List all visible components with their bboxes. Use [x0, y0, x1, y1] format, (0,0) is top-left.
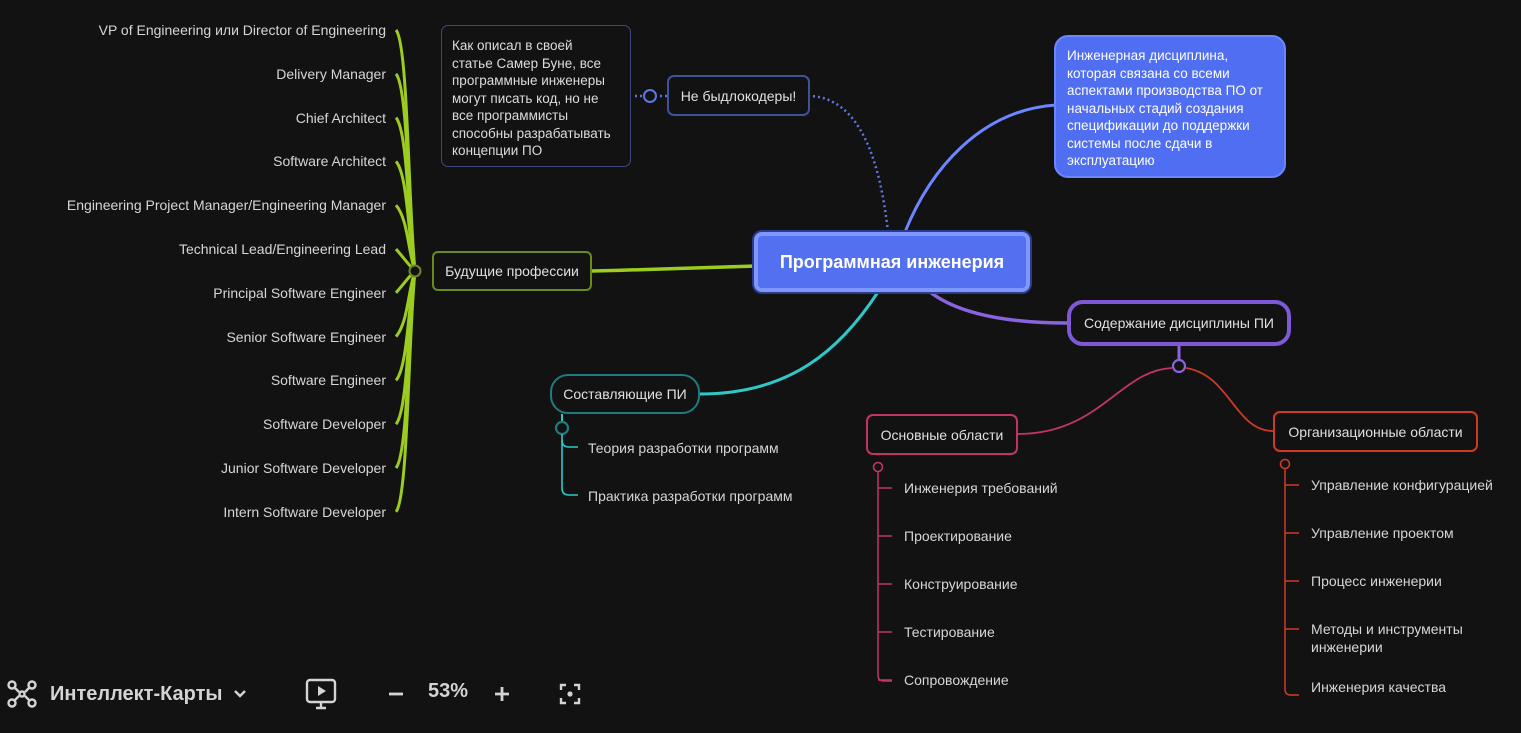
zoom-in-icon	[495, 687, 509, 701]
fit-screen-button[interactable]	[558, 682, 582, 706]
definition-topic[interactable]: Инженерная дисциплина, которая связана с…	[1054, 35, 1286, 178]
future-profession-6[interactable]: Principal Software Engineer	[213, 284, 386, 301]
basic-area-3[interactable]: Тестирование	[904, 624, 995, 640]
basic-area-0[interactable]: Инженерия требований	[904, 480, 1058, 496]
central-topic[interactable]: Программная инженерия	[754, 232, 1030, 292]
future-profession-0[interactable]: VP of Engineering или Director of Engine…	[98, 22, 386, 38]
note-not-coders[interactable]: Как описал в своей статье Самер Буне, вс…	[441, 25, 631, 167]
org-area-4[interactable]: Инженерия качества	[1311, 679, 1447, 695]
components-item-practice[interactable]: Практика разработки программ	[588, 488, 793, 504]
future-profession-9[interactable]: Software Developer	[263, 416, 386, 433]
topic-org-areas[interactable]: Организационные области	[1273, 411, 1478, 452]
app-switcher[interactable]: Интеллект-Карты	[6, 678, 249, 710]
mindmap-icon	[7, 680, 37, 708]
future-connector-11	[394, 270, 417, 513]
future-profession-2[interactable]: Chief Architect	[295, 109, 386, 126]
presentation-button[interactable]	[304, 677, 338, 711]
org-trunk	[1284, 469, 1299, 696]
fit-screen-icon	[559, 683, 581, 705]
org-area-1[interactable]: Управление проектом	[1311, 525, 1454, 541]
basic-trunk	[877, 472, 892, 682]
future-profession-4[interactable]: Engineering Project Manager/Engineering …	[66, 197, 386, 214]
org-area-2[interactable]: Процесс инженерии	[1311, 573, 1442, 589]
basic-area-2[interactable]: Конструирование	[904, 576, 1018, 592]
topic-basic-areas[interactable]: Основные области	[866, 414, 1018, 455]
app-name: Интеллект-Карты	[50, 682, 223, 705]
zoom-out-button[interactable]	[385, 682, 407, 706]
future-profession-5[interactable]: Technical Lead/Engineering Lead	[178, 241, 386, 257]
future-profession-11[interactable]: Intern Software Developer	[223, 503, 386, 520]
basic-area-1[interactable]: Проектирование	[904, 528, 1012, 544]
org-area-3[interactable]: Методы и инструменты инженерии	[1311, 621, 1463, 655]
future-profession-1[interactable]: Delivery Manager	[276, 65, 386, 82]
future-profession-3[interactable]: Software Architect	[273, 153, 386, 170]
zoom-in-button[interactable]	[491, 682, 513, 706]
topic-future-professions[interactable]: Будущие профессии	[432, 251, 592, 291]
topic-discipline-content[interactable]: Содержание дисциплины ПИ	[1067, 300, 1291, 346]
chevron-down-icon	[233, 690, 246, 698]
zoom-out-icon	[389, 692, 403, 696]
components-item-theory[interactable]: Теория разработки программ	[588, 440, 779, 456]
future-profession-10[interactable]: Junior Software Developer	[221, 460, 386, 476]
future-profession-8[interactable]: Software Engineer	[270, 372, 386, 389]
basic-area-4[interactable]: Сопровождение	[904, 672, 1009, 688]
zoom-level: 53%	[428, 680, 469, 702]
org-area-0[interactable]: Управление конфигурацией	[1311, 477, 1493, 493]
presentation-icon	[305, 678, 337, 710]
future-profession-7[interactable]: Senior Software Engineer	[226, 328, 386, 345]
topic-components[interactable]: Составляющие ПИ	[550, 374, 700, 414]
topic-not-coders[interactable]: Не быдлокодеры!	[667, 75, 810, 116]
